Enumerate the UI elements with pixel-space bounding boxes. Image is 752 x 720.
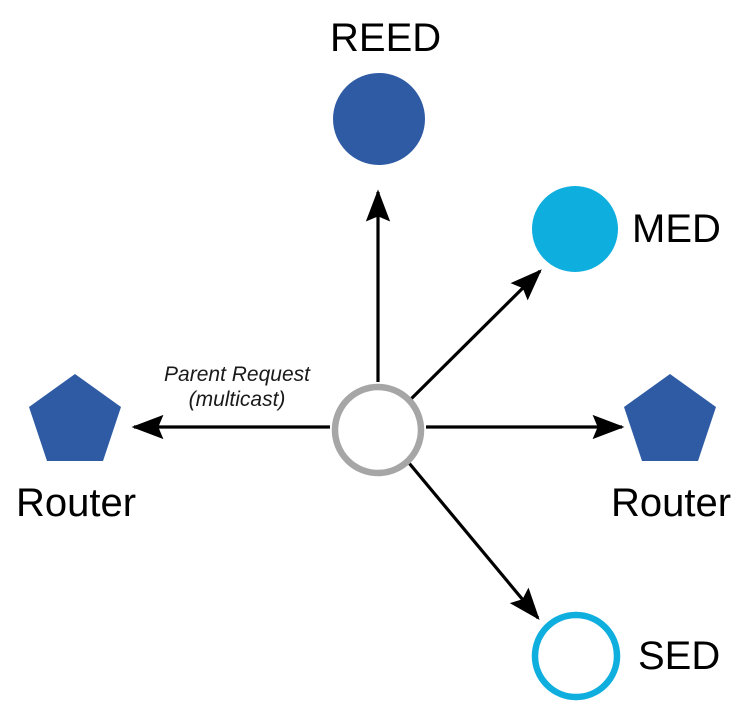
node-sed[interactable] <box>531 611 621 701</box>
node-router-right[interactable] <box>624 374 716 461</box>
node-label-reed: REED <box>330 16 442 60</box>
node-label-router-left: Router <box>16 481 137 525</box>
edge-label-line-2: (multicast) <box>188 387 286 411</box>
node-joining-device[interactable] <box>331 383 425 477</box>
node-med[interactable] <box>532 186 618 272</box>
node-reed[interactable] <box>333 73 425 165</box>
node-label-router-right: Router <box>611 481 732 525</box>
edge-to-sed <box>407 461 540 620</box>
edge-to-med <box>409 269 542 401</box>
node-group <box>29 73 716 701</box>
edge-label-line-1: Parent Request <box>164 363 310 386</box>
node-label-med: MED <box>632 207 721 251</box>
node-router-left[interactable] <box>29 374 121 461</box>
edge-group <box>131 189 625 620</box>
edge-label-parent-request: Parent Request (multicast) <box>146 363 328 413</box>
node-label-sed: SED <box>638 634 721 678</box>
